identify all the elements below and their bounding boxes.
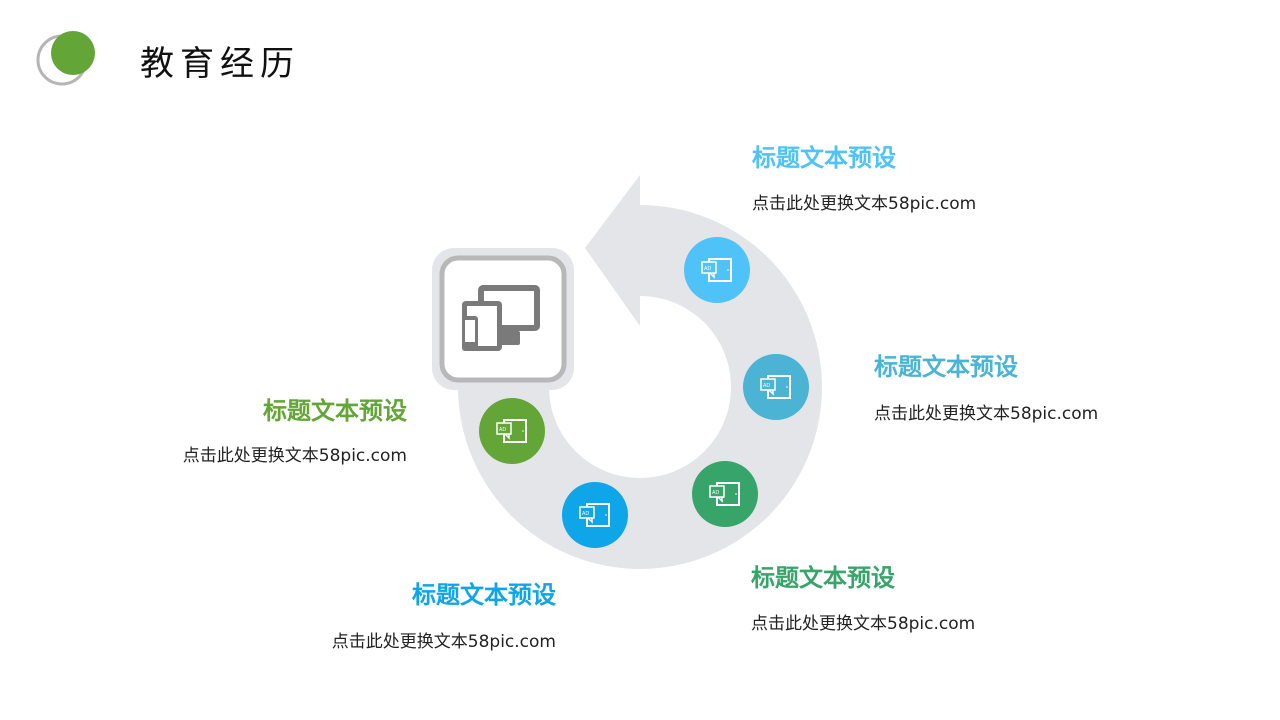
svg-text:AD: AD [582, 511, 589, 517]
item-4-desc: 点击此处更换文本58pic.com [331, 632, 556, 652]
ad-tablet-icon: AD [709, 482, 740, 506]
item-2-node: AD [743, 354, 809, 420]
page-title: 教育经历 [140, 44, 300, 84]
item-5-desc: 点击此处更换文本58pic.com [182, 446, 407, 466]
ad-tablet-icon: AD [579, 503, 610, 527]
logo-dot [51, 31, 95, 75]
devices-icon [462, 285, 540, 351]
item-1-node: AD [684, 237, 750, 303]
item-5-node: AD [479, 398, 545, 464]
cycle-arrow-head [585, 175, 640, 326]
svg-text:AD: AD [763, 383, 770, 389]
item-4-title: 标题文本预设 [412, 581, 556, 609]
item-4-node: AD [562, 482, 628, 548]
item-2-title: 标题文本预设 [874, 353, 1018, 381]
item-5-title: 标题文本预设 [263, 397, 407, 425]
item-3-desc: 点击此处更换文本58pic.com [751, 614, 976, 634]
item-3-node: AD [692, 461, 758, 527]
svg-text:AD: AD [499, 427, 506, 433]
item-1-desc: 点击此处更换文本58pic.com [752, 194, 977, 214]
ad-tablet-icon: AD [496, 419, 527, 443]
item-3-title: 标题文本预设 [751, 564, 895, 592]
ad-tablet-icon: AD [760, 375, 791, 399]
item-2-desc: 点击此处更换文本58pic.com [874, 404, 1099, 424]
svg-text:AD: AD [712, 490, 719, 496]
item-1-title: 标题文本预设 [752, 144, 896, 172]
ad-tablet-icon: AD [701, 258, 732, 282]
svg-text:AD: AD [704, 266, 711, 272]
